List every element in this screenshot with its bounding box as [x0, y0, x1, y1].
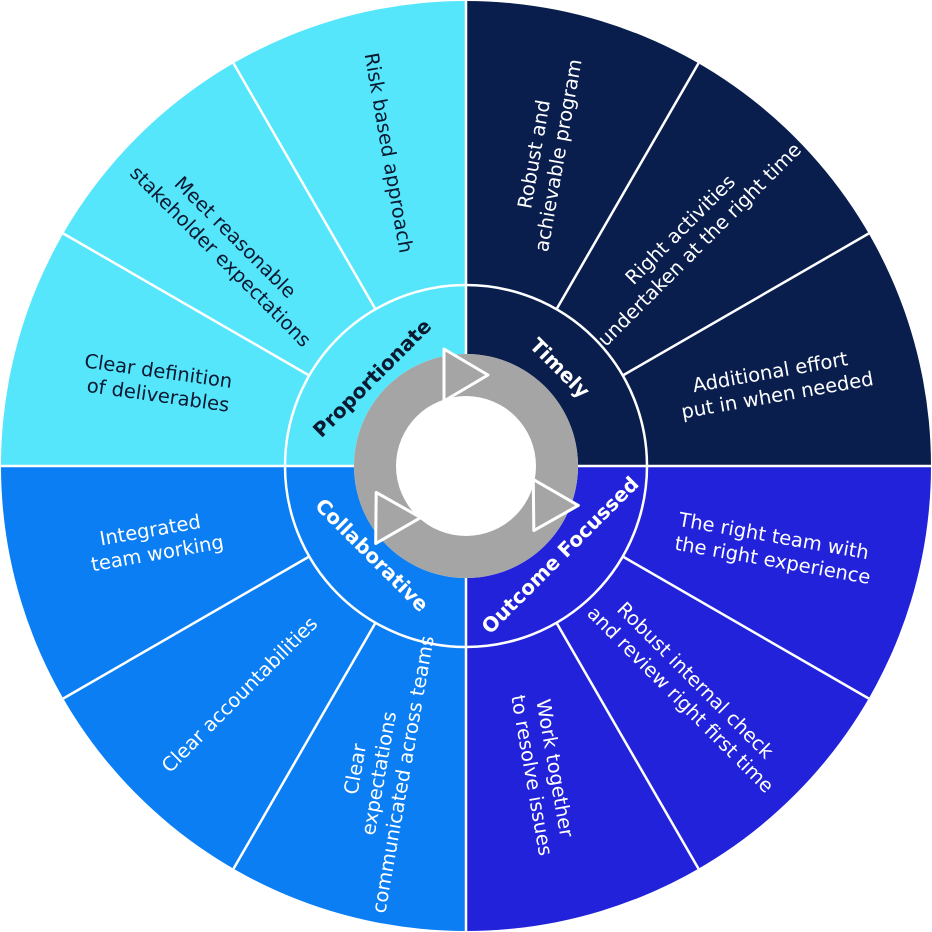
segment-divider: [622, 555, 870, 700]
segment-divider: [232, 622, 377, 870]
outer-segment-proportionate: [1, 1, 466, 466]
arrow-head: [374, 490, 423, 546]
segment-divider: [62, 232, 310, 377]
segment-divider: [555, 622, 700, 870]
outer-segment-collaborative: [1, 466, 466, 931]
inner-segment-timely: [466, 285, 647, 466]
segment-divider: [62, 555, 310, 700]
segment-divider: [622, 232, 870, 377]
item-additional-effort: Additional effort put in when needed: [675, 343, 875, 423]
inner-segment-proportionate: [285, 285, 466, 466]
outer-segment-timely: [466, 1, 931, 466]
center-hole: [396, 396, 536, 536]
inner-segment-collaborative: [285, 466, 466, 647]
arrow-head: [442, 347, 490, 403]
segment-divider: [232, 62, 377, 310]
outer-segment-outcome-focussed: [466, 466, 931, 931]
ring-divider: [283, 283, 649, 649]
arrow-head: [531, 477, 580, 533]
inner-ring: [285, 285, 647, 647]
inner-segment-outcome-focussed: [466, 466, 647, 647]
cycle-arrows-icon: [354, 347, 580, 578]
segment-divider: [555, 62, 700, 310]
